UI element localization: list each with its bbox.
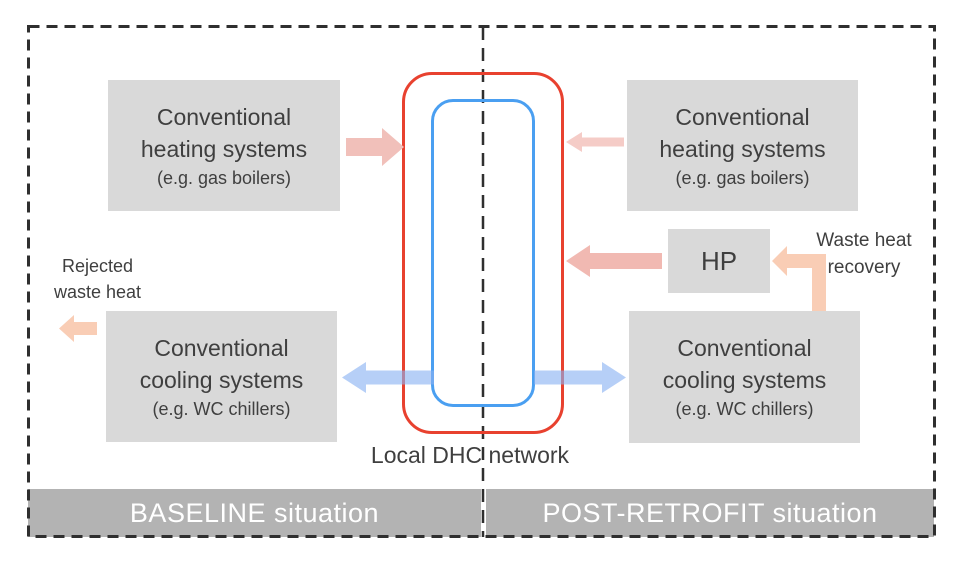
retrofit-heating-box: Conventional heating systems (e.g. gas b… <box>627 80 858 211</box>
baseline-heating-line3: (e.g. gas boilers) <box>156 167 292 188</box>
retrofit-heating-line3: (e.g. gas boilers) <box>675 167 810 188</box>
baseline-heating-line1: Conventional <box>156 103 292 130</box>
baseline-cooling-line2: cooling systems <box>139 366 304 393</box>
baseline-banner-label: BASELINE situation <box>129 497 380 528</box>
post-retrofit-banner: POST-RETROFIT situation <box>486 489 934 537</box>
local-dhc-network-label: Local DHC network <box>370 442 570 468</box>
retrofit-cooling-line1: Conventional <box>677 335 812 361</box>
heat-pump-box: HP <box>668 229 770 293</box>
retrofit-cooling-box: Conventional cooling systems (e.g. WC ch… <box>629 311 860 443</box>
rejected-waste-heat-line2: waste heat <box>53 282 142 302</box>
baseline-heating-line2: heating systems <box>140 135 308 162</box>
heat-pump-label: HP <box>700 245 738 276</box>
local-dhc-network-text: Local DHC network <box>370 442 570 468</box>
retrofit-cooling-line3: (e.g. WC chillers) <box>675 399 814 419</box>
post-retrofit-banner-label: POST-RETROFIT situation <box>542 497 878 528</box>
baseline-heating-to-dhc-arrow-icon <box>346 128 404 166</box>
retrofit-heating-line2: heating systems <box>659 135 826 162</box>
retrofit-heating-to-dhc-arrow-icon <box>566 132 624 152</box>
dhc-to-retrofit-cooling-arrow-icon <box>534 362 626 393</box>
baseline-cooling-line1: Conventional <box>154 334 289 361</box>
baseline-cooling-box: Conventional cooling systems (e.g. WC ch… <box>106 311 337 442</box>
waste-heat-recovery-elbow-arrow-icon <box>772 246 826 311</box>
rejected-waste-heat-arrow-icon <box>59 315 97 342</box>
rejected-waste-heat-label: Rejected waste heat <box>35 253 160 305</box>
baseline-banner: BASELINE situation <box>28 489 481 537</box>
baseline-heating-box: Conventional heating systems (e.g. gas b… <box>108 80 340 211</box>
retrofit-heating-line1: Conventional <box>675 103 810 130</box>
rejected-waste-heat-line1: Rejected <box>61 256 134 276</box>
hp-to-dhc-arrow-icon <box>566 245 662 277</box>
dhc-cold-ring <box>431 99 535 407</box>
retrofit-cooling-line2: cooling systems <box>662 367 827 393</box>
baseline-cooling-line3: (e.g. WC chillers) <box>152 398 291 419</box>
dhc-to-baseline-cooling-arrow-icon <box>342 362 434 393</box>
